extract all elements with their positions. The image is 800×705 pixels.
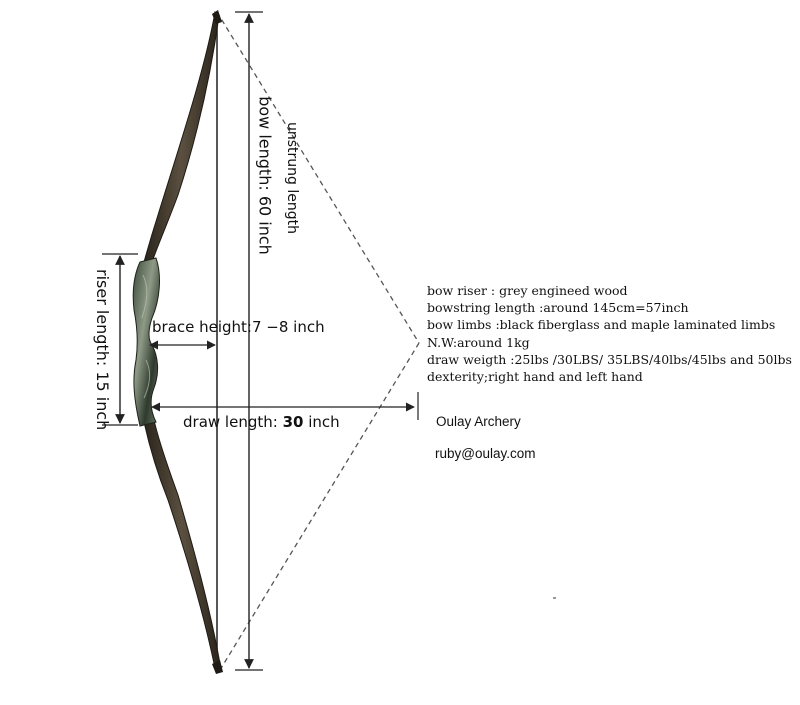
brace-height-label: brace height:7 −8 inch (152, 318, 325, 336)
spec-line: draw weigth :25lbs /30LBS/ 35LBS/40lbs/4… (427, 351, 792, 367)
riser-length-label: riser length: 15 inch (93, 269, 112, 431)
bow-length-label: bow length: 60 inch (255, 96, 275, 255)
bow-length-arrow (235, 11, 263, 671)
drawn-string-dashed (216, 11, 420, 671)
draw-length-suffix: inch (303, 413, 340, 431)
draw-length-value: 30 (282, 413, 304, 431)
unstrung-length-label: unstrung length (284, 122, 300, 234)
spec-line: dexterity;right hand and left hand (427, 369, 643, 385)
riser-length-arrow (102, 253, 138, 426)
upper-limb (143, 10, 220, 263)
spec-line: N.W:around 1kg (427, 334, 530, 350)
speck (553, 597, 556, 599)
brand-name: Oulay Archery (436, 414, 521, 429)
riser (132, 257, 160, 427)
draw-length-label: draw length: 30 inch (183, 413, 340, 431)
riser-grain (141, 274, 151, 399)
spec-line: bow limbs :black fiberglass and maple la… (427, 317, 776, 333)
lower-limb (143, 419, 221, 669)
draw-length-arrow (151, 392, 419, 420)
contact-email: ruby@oulay.com (435, 446, 536, 461)
lower-limb-tip (212, 660, 223, 674)
draw-length-prefix: draw length: (183, 413, 283, 431)
spec-line: bowstring length :around 145cm=57inch (427, 300, 689, 316)
upper-limb-tip (212, 10, 222, 24)
spec-line: bow riser : grey engineed wood (427, 283, 628, 298)
spec-list: bow riser : grey engineed wood bowstring… (427, 282, 792, 385)
